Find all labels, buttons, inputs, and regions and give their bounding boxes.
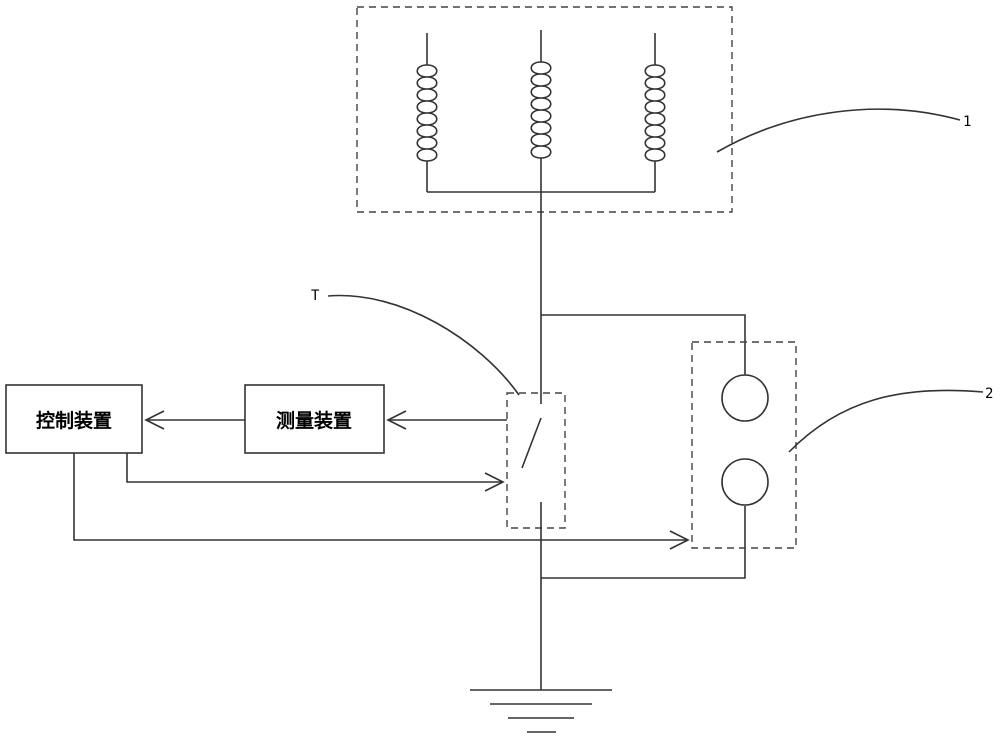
- lamp-upper-icon: [721, 374, 769, 422]
- callout-label-1: 1: [963, 114, 971, 130]
- measurement-to-control-arrow: [144, 410, 245, 430]
- callout-label-t: T: [311, 288, 320, 304]
- switch-blade-icon: [521, 417, 542, 469]
- control-to-switch-arrow: [126, 453, 505, 492]
- lamp-lower-icon: [721, 458, 769, 506]
- callout-leader-1: [716, 108, 961, 153]
- measurement-device-box: [244, 384, 385, 454]
- callout-leader-2: [788, 389, 984, 453]
- ground-icon: [470, 689, 612, 733]
- lamp-enclosure: [691, 341, 797, 549]
- control-device-label: 控制装置: [36, 409, 112, 432]
- switch-to-measurement-arrow: [386, 410, 507, 430]
- winding-coil-right: [644, 33, 666, 192]
- lamp-branch-top-wire: [541, 314, 746, 375]
- callout-label-2: 2: [985, 386, 993, 402]
- control-to-lamps-arrow: [73, 453, 690, 550]
- winding-coil-middle: [530, 30, 552, 159]
- measurement-device-label: 测量装置: [276, 409, 352, 432]
- winding-coil-left: [416, 33, 438, 192]
- transformer-enclosure: [356, 6, 733, 213]
- lamp-branch-bottom-wire: [541, 506, 746, 579]
- callout-leader-t: [327, 294, 520, 396]
- switch-enclosure: [506, 392, 566, 529]
